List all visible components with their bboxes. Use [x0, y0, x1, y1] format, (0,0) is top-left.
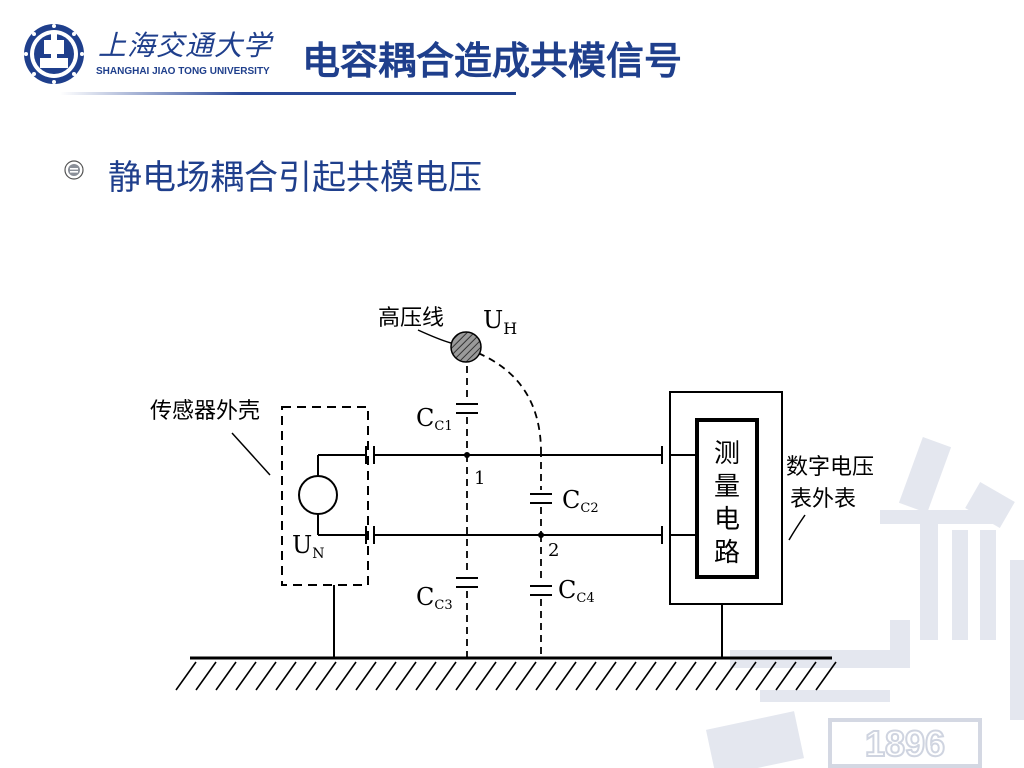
university-watermark: 1896 — [705, 436, 1024, 768]
sensor-housing-label: 传感器外壳 — [150, 399, 260, 424]
watermark-year: 1896 — [865, 723, 945, 764]
meter-case-leader — [788, 514, 806, 541]
sensor-housing-leader — [231, 432, 271, 476]
measure-char-4: 路 — [714, 538, 740, 568]
bullet-text: 静电场耦合引起共模电压 — [108, 158, 482, 198]
meter-case-label-line1: 数字电压 — [786, 455, 874, 480]
university-logo: 上海交通大学 SHANGHAI JIAO TONG UNIVERSITY — [22, 22, 271, 88]
un-label: UN — [292, 531, 324, 562]
university-seal-icon — [24, 24, 84, 84]
meter-case-label-line2: 表外表 — [790, 487, 856, 512]
sensor-housing-box — [281, 406, 369, 586]
ground-symbol — [175, 656, 837, 691]
meter-outer-case — [669, 391, 783, 605]
measure-char-1: 测 — [714, 439, 740, 469]
bullet-icon — [64, 160, 84, 180]
cc4-label: CC4 — [558, 576, 595, 606]
measurement-circuit-box — [695, 418, 759, 579]
node-2-label: 2 — [548, 540, 559, 561]
high-voltage-line-label: 高压线 — [378, 306, 444, 331]
logo-chinese-name: 上海交通大学 — [98, 29, 273, 62]
cc3-label: CC3 — [416, 583, 453, 613]
cc1-label: CC1 — [416, 404, 453, 434]
measure-char-2: 量 — [714, 472, 740, 502]
hv-label-leader — [417, 329, 452, 344]
hv-coupling-path — [477, 352, 542, 451]
uh-label: UH — [483, 306, 517, 338]
high-voltage-conductor-icon — [450, 331, 482, 363]
signal-source-un — [298, 475, 338, 515]
cc2-label: CC2 — [562, 486, 599, 516]
title-underline — [60, 92, 516, 95]
logo-english-name: SHANGHAI JIAO TONG UNIVERSITY — [96, 66, 270, 77]
page-title: 电容耦合造成共模信号 — [302, 39, 683, 83]
node-1-label: 1 — [474, 468, 485, 489]
measure-char-3: 电 — [714, 505, 740, 535]
